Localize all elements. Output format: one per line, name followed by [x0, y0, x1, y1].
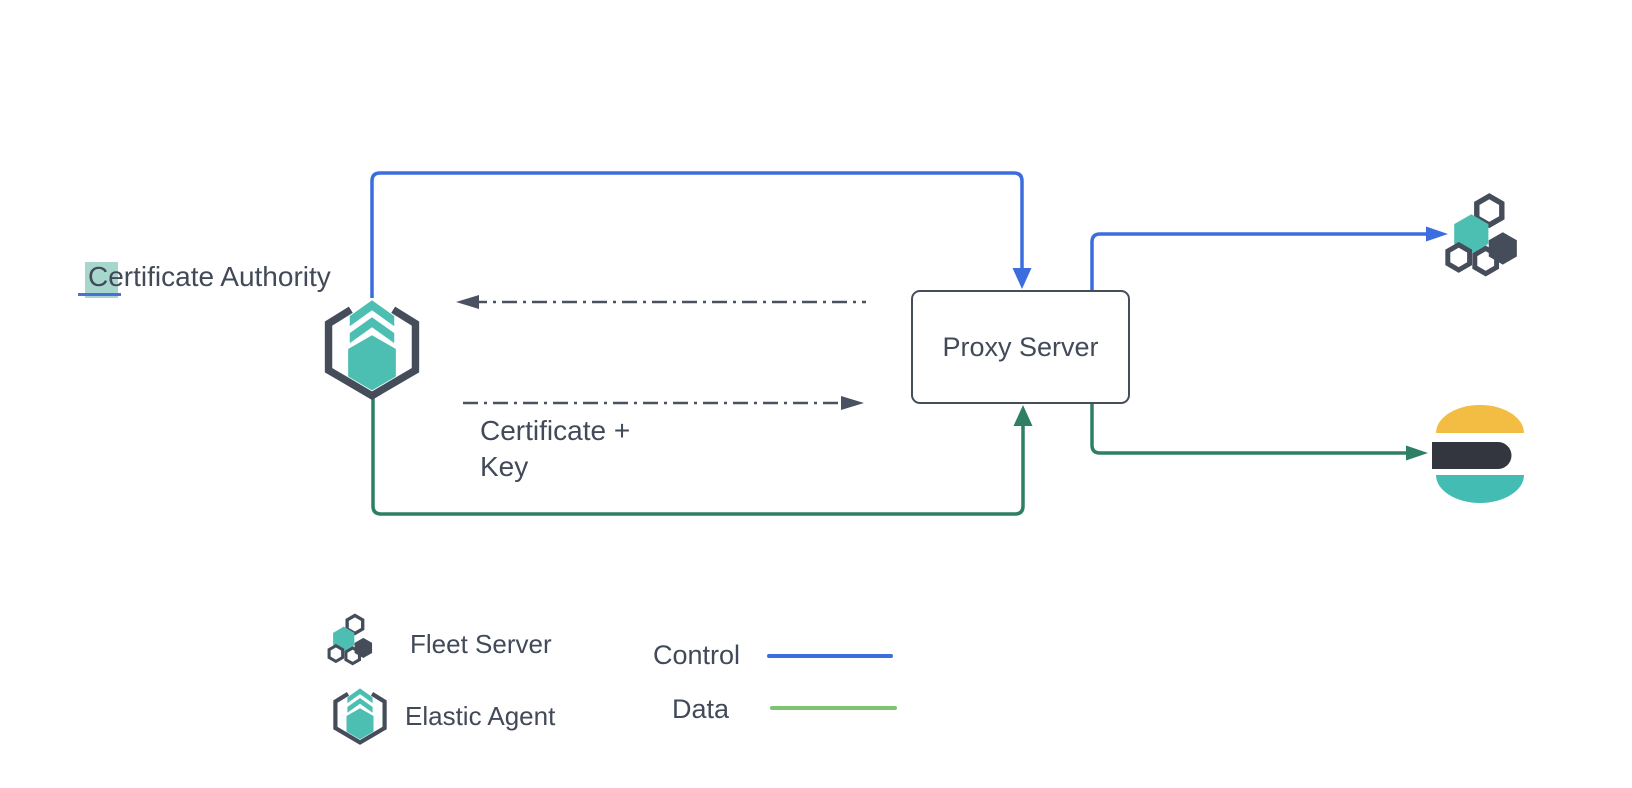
legend-data-line-swatch: [770, 706, 897, 710]
certificate-key-line1: Certificate +: [480, 415, 631, 446]
certificate-authority-label: Certificate Authority: [88, 261, 331, 292]
control-arrowhead-into-fleet: [1426, 226, 1448, 242]
legend-fleet-server-label: Fleet Server: [410, 629, 552, 659]
control-line-proxy-to-fleet: [1090, 232, 1428, 290]
legend-control-line-swatch: [767, 654, 893, 658]
elastic-agent-icon: [316, 296, 428, 402]
control-arrowhead-into-proxy: [1012, 268, 1032, 289]
legend-elastic-agent-label: Elastic Agent: [405, 701, 556, 731]
data-line-proxy-to-elasticsearch: [1090, 404, 1410, 455]
data-line-agent-to-proxy: [371, 394, 1025, 516]
legend-data-label: Data: [672, 694, 730, 724]
legend-fleet-server-icon: [327, 613, 374, 666]
proxy-server-label: Proxy Server: [942, 331, 1099, 362]
elasticsearch-icon: [1432, 405, 1524, 503]
cert-dashed-arrowhead-left: [456, 295, 479, 309]
control-line-agent-to-proxy: [370, 171, 1024, 298]
text-selection-highlight: [85, 262, 118, 298]
certificate-key-annotation: Certificate + Key: [480, 413, 630, 485]
certificate-key-line2: Key: [480, 451, 529, 482]
text-cursor-underline: [78, 293, 121, 296]
fleet-server-icon: [1437, 189, 1529, 279]
proxy-server-node: Proxy Server: [911, 290, 1130, 404]
legend-control-label: Control: [653, 640, 741, 670]
data-arrowhead-into-elasticsearch: [1406, 445, 1428, 461]
cert-key-dashed-arrowhead-right: [841, 396, 864, 410]
legend-elastic-agent-icon: [329, 686, 391, 746]
data-arrowhead-into-proxy: [1013, 405, 1033, 426]
